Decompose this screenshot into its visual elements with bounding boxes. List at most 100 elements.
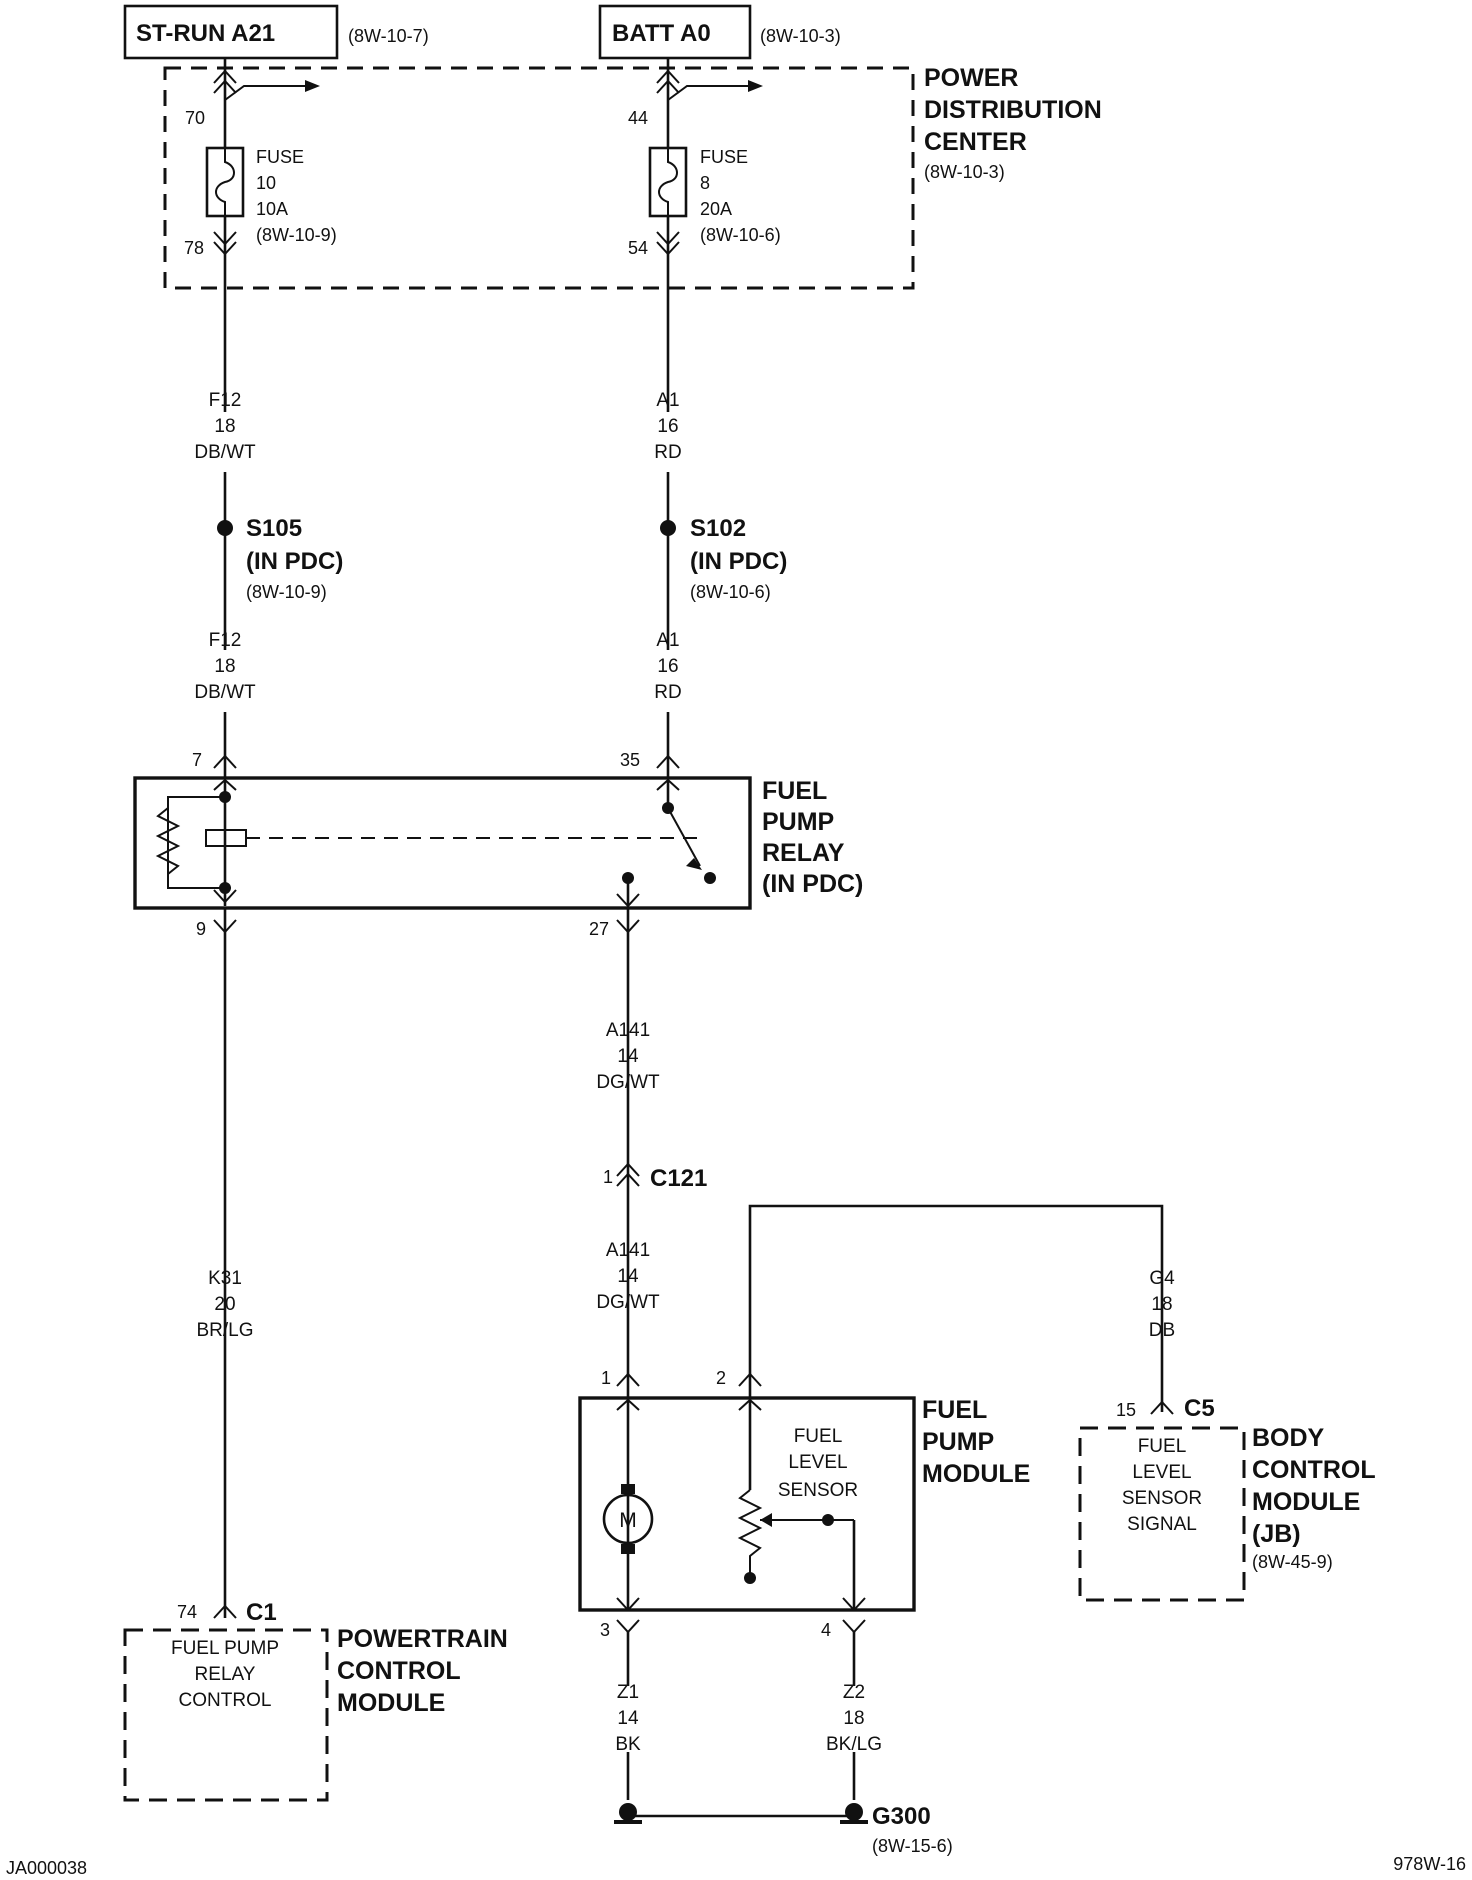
st-run-ref: (8W-10-7) [348, 26, 429, 46]
svg-text:POWERTRAIN: POWERTRAIN [337, 1625, 508, 1653]
svg-text:RELAY: RELAY [762, 839, 845, 867]
svg-text:MODULE: MODULE [922, 1460, 1030, 1488]
svg-text:1: 1 [603, 1167, 613, 1187]
svg-text:DG/WT: DG/WT [596, 1292, 660, 1313]
variable-resistor-icon [737, 1489, 763, 1576]
svg-text:3: 3 [600, 1620, 610, 1640]
batt-label: BATT A0 [612, 20, 711, 47]
svg-text:C121: C121 [650, 1165, 707, 1192]
svg-text:BK/LG: BK/LG [826, 1734, 882, 1755]
svg-text:FUEL: FUEL [794, 1426, 843, 1447]
svg-text:LEVEL: LEVEL [788, 1452, 847, 1473]
svg-text:9: 9 [196, 919, 206, 939]
power-distribution-center: POWER DISTRIBUTION CENTER (8W-10-3) [163, 64, 1102, 290]
pdc-ref: (8W-10-3) [924, 162, 1005, 182]
footer-right-id: 978W-16 [1393, 1854, 1466, 1874]
svg-text:F12: F12 [209, 630, 242, 651]
fuse8-pin-in: 44 [628, 108, 648, 128]
fuse10-line-2: 10 [256, 173, 276, 193]
svg-text:15: 15 [1116, 1400, 1136, 1420]
svg-text:7: 7 [192, 750, 202, 770]
svg-text:DB/WT: DB/WT [194, 682, 256, 703]
motor-icon [602, 1493, 654, 1545]
svg-text:(8W-15-6): (8W-15-6) [872, 1836, 953, 1856]
svg-text:G300: G300 [872, 1803, 931, 1830]
svg-text:14: 14 [617, 1046, 639, 1067]
svg-text:PUMP: PUMP [922, 1428, 994, 1456]
powertrain-control-module: 74 C1 FUEL PUMP RELAY CONTROL POWERTRAIN… [123, 1599, 508, 1802]
fuse8-line-1: FUSE [700, 147, 748, 167]
svg-text:2: 2 [716, 1368, 726, 1388]
svg-text:35: 35 [620, 750, 640, 770]
svg-text:4: 4 [821, 1620, 831, 1640]
svg-text:SENSOR: SENSOR [1122, 1488, 1202, 1509]
svg-text:DG/WT: DG/WT [596, 1072, 660, 1093]
ground-icon [619, 1803, 637, 1821]
fuse-10: 70 78 FUSE 10 10A (8W-10-9) [184, 58, 337, 412]
fuse10-line-1: FUSE [256, 147, 304, 167]
st-run-source: ST-RUN A21 (8W-10-7) [123, 4, 429, 60]
svg-text:(8W-10-9): (8W-10-9) [246, 582, 327, 602]
svg-text:18: 18 [214, 416, 235, 437]
svg-text:(IN PDC): (IN PDC) [690, 548, 787, 575]
wire-a1-upper: A1 16 RD [654, 390, 681, 463]
svg-text:F12: F12 [209, 390, 242, 411]
fuse8-line-2: 8 [700, 173, 710, 193]
svg-text:(8W-10-6): (8W-10-6) [690, 582, 771, 602]
pdc-title-2: DISTRIBUTION [924, 96, 1102, 124]
svg-text:A1: A1 [656, 630, 679, 651]
fuel-pump-relay: 7 35 FUEL PUMP RELAY (IN PDC) 9 27 [133, 712, 863, 939]
svg-text:(IN PDC): (IN PDC) [762, 870, 863, 898]
svg-text:FUEL PUMP: FUEL PUMP [171, 1638, 279, 1659]
wire-z1: Z1 14 BK [615, 1632, 641, 1800]
svg-text:Z1: Z1 [617, 1682, 639, 1703]
fuse8-line-4: (8W-10-6) [700, 225, 781, 245]
svg-text:DB/WT: DB/WT [194, 442, 256, 463]
wire-g4: G4 18 DB [748, 1204, 1175, 1412]
splice-dot-icon [660, 520, 676, 536]
svg-text:BK: BK [615, 1734, 641, 1755]
svg-text:20: 20 [214, 1294, 235, 1315]
svg-text:(8W-45-9): (8W-45-9) [1252, 1552, 1333, 1572]
svg-text:G4: G4 [1149, 1268, 1175, 1289]
svg-text:SIGNAL: SIGNAL [1127, 1514, 1197, 1535]
pdc-title-1: POWER [924, 64, 1018, 92]
svg-text:C5: C5 [1184, 1395, 1215, 1422]
svg-text:18: 18 [1151, 1294, 1172, 1315]
svg-text:MODULE: MODULE [1252, 1488, 1360, 1516]
svg-text:BODY: BODY [1252, 1424, 1325, 1452]
fuse8-line-3: 20A [700, 199, 732, 219]
svg-text:M: M [619, 1509, 637, 1532]
svg-text:CONTROL: CONTROL [1252, 1456, 1376, 1484]
svg-text:(IN PDC): (IN PDC) [246, 548, 343, 575]
fuse10-pin-out: 78 [184, 238, 204, 258]
svg-text:FUEL: FUEL [762, 777, 827, 805]
splice-dot-icon [217, 520, 233, 536]
fuse10-pin-in: 70 [185, 108, 205, 128]
svg-text:S102: S102 [690, 515, 746, 542]
svg-text:RD: RD [654, 682, 681, 703]
body-control-module: 15 C5 FUEL LEVEL SENSOR SIGNAL BODY CONT… [1078, 1395, 1376, 1602]
wire-f12-upper: F12 18 DB/WT [194, 390, 256, 463]
svg-text:16: 16 [657, 416, 678, 437]
svg-text:A141: A141 [606, 1020, 650, 1041]
fuse10-line-4: (8W-10-9) [256, 225, 337, 245]
svg-text:RELAY: RELAY [195, 1664, 256, 1685]
svg-text:BR/LG: BR/LG [196, 1320, 253, 1341]
svg-text:A1: A1 [656, 390, 679, 411]
svg-text:FUEL: FUEL [922, 1396, 987, 1424]
ground-icon [845, 1803, 863, 1821]
resistor-icon [155, 807, 181, 875]
svg-text:MODULE: MODULE [337, 1689, 445, 1717]
svg-text:CONTROL: CONTROL [179, 1690, 272, 1711]
fuse8-pin-out: 54 [628, 238, 648, 258]
svg-text:Z2: Z2 [843, 1682, 865, 1703]
ground-g300: G300 (8W-15-6) [614, 1803, 953, 1856]
splice-s102: S102 (IN PDC) (8W-10-6) [660, 472, 787, 650]
fuse-8: 44 54 FUSE 8 20A (8W-10-6) [628, 58, 781, 412]
wire-a1-lower: A1 16 RD [654, 630, 681, 703]
batt-source: BATT A0 (8W-10-3) [598, 4, 841, 60]
svg-text:27: 27 [589, 919, 609, 939]
svg-text:18: 18 [843, 1708, 864, 1729]
